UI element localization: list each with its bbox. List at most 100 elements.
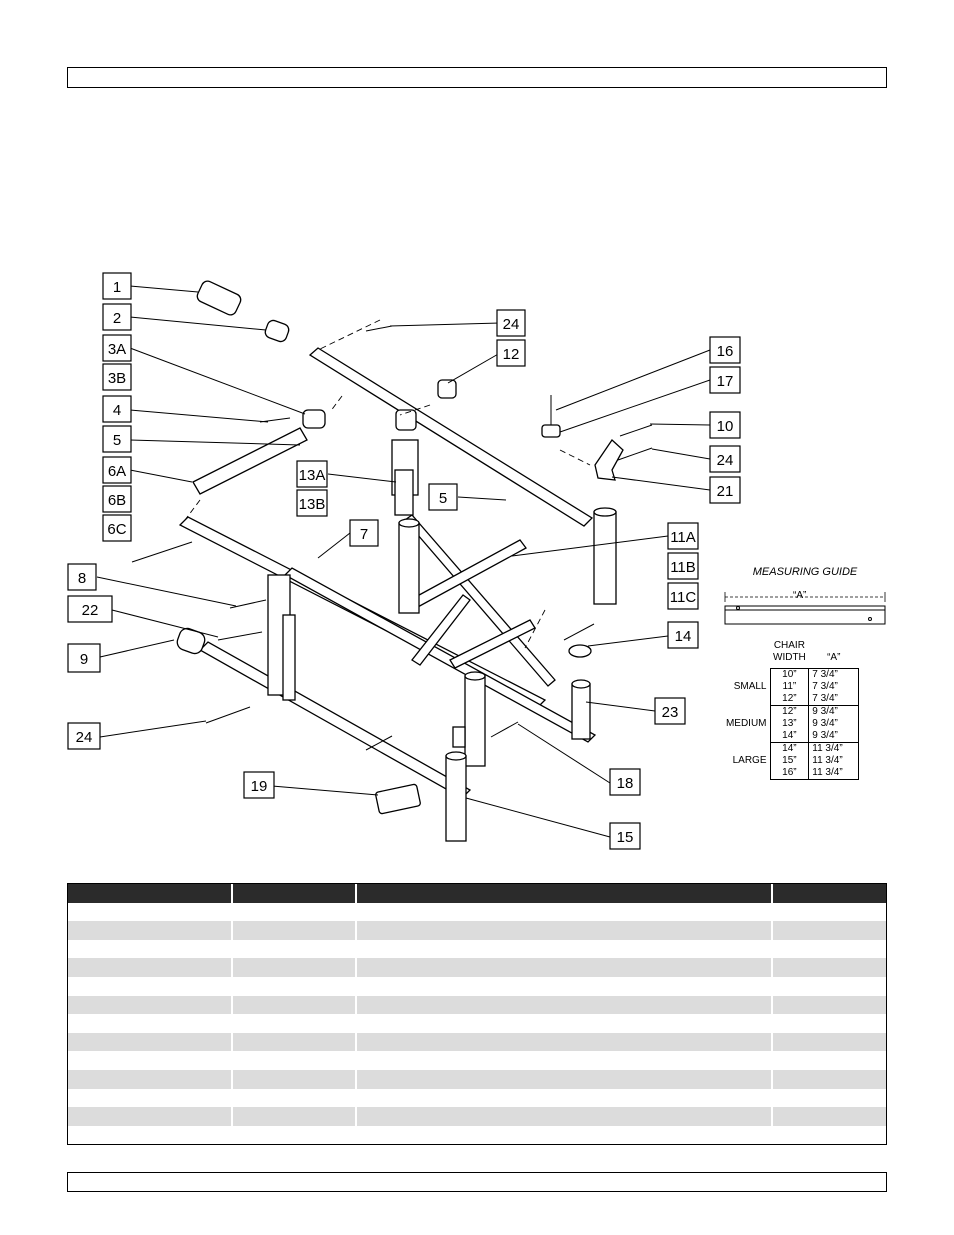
callout-24-top: 24 — [496, 309, 526, 337]
svg-text:5: 5 — [439, 490, 447, 507]
table-row — [68, 921, 886, 940]
table-row — [68, 1014, 886, 1033]
table-cell — [232, 1107, 357, 1126]
page-header-box — [67, 67, 887, 88]
svg-text:22: 22 — [82, 602, 99, 619]
svg-text:3A: 3A — [108, 341, 126, 358]
mg-col-width: CHAIR WIDTH — [773, 640, 806, 663]
table-cell — [772, 1032, 886, 1052]
callout-13a: 13A — [296, 460, 328, 488]
callout-22: 22 — [67, 595, 113, 623]
table-cell — [772, 995, 886, 1015]
table-cell — [68, 1014, 233, 1033]
table-row — [68, 1032, 886, 1052]
table-cell — [356, 1014, 773, 1033]
mg-group-large: LARGE 14”15”16” 11 3/4”11 3/4”11 3/4” — [714, 742, 860, 780]
table-cell — [68, 1088, 233, 1108]
callout-16: 16 — [709, 336, 741, 364]
page-footer-box — [67, 1172, 887, 1192]
table-cell — [68, 902, 233, 922]
measuring-guide-table: CHAIR WIDTH “A” SMALL 10”11”12” 7 3/4”7 … — [714, 640, 860, 780]
svg-text:18: 18 — [617, 775, 634, 792]
table-cell — [232, 921, 357, 940]
svg-text:9: 9 — [80, 651, 88, 668]
table-cell — [772, 1051, 886, 1070]
svg-text:12: 12 — [503, 346, 520, 363]
svg-text:11C: 11C — [670, 589, 697, 606]
table-cell — [232, 1051, 357, 1070]
parts-list-table — [67, 883, 887, 1145]
table-cell — [772, 1014, 886, 1033]
svg-text:6A: 6A — [108, 463, 126, 480]
table-cell — [232, 958, 357, 977]
callout-21: 21 — [709, 476, 741, 504]
callout-15: 15 — [609, 822, 641, 850]
table-cell — [232, 939, 357, 959]
mg-group-medium: MEDIUM 12”13”14” 9 3/4”9 3/4”9 3/4” — [714, 705, 860, 743]
table-row — [68, 995, 886, 1015]
callout-6b: 6B — [102, 485, 132, 513]
callout-leaders — [96, 285, 711, 838]
table-cell — [772, 976, 886, 996]
table-cell — [772, 1069, 886, 1089]
frame-parts — [131, 280, 653, 842]
callout-3b: 3B — [102, 363, 132, 391]
table-cell — [772, 921, 886, 940]
table-cell — [772, 939, 886, 959]
callout-4: 4 — [102, 395, 132, 423]
table-row — [68, 1088, 886, 1108]
callout-5: 5 — [102, 425, 132, 453]
svg-text:13A: 13A — [299, 467, 326, 484]
table-cell — [772, 1088, 886, 1108]
table-header-row — [68, 884, 886, 903]
table-cell — [356, 995, 773, 1015]
table-cell — [356, 958, 773, 977]
table-cell — [772, 902, 886, 922]
callout-14: 14 — [667, 621, 699, 649]
callout-10: 10 — [709, 411, 741, 439]
table-cell — [232, 976, 357, 996]
table-cell — [68, 921, 233, 940]
svg-text:6B: 6B — [108, 492, 126, 509]
table-cell — [68, 976, 233, 996]
table-cell — [772, 1107, 886, 1126]
svg-text:5: 5 — [113, 432, 121, 449]
table-cell — [232, 902, 357, 922]
svg-text:16: 16 — [717, 343, 734, 360]
callout-1: 1 — [102, 272, 132, 300]
callout-3a: 3A — [102, 334, 132, 362]
callout-12: 12 — [496, 339, 526, 367]
table-cell — [232, 1069, 357, 1089]
svg-text:19: 19 — [251, 778, 268, 795]
table-cell — [356, 884, 773, 903]
exploded-frame-diagram: 1 2 3A 3B 4 5 6A 6B 6C 8 22 9 24 13A 13B… — [67, 272, 886, 850]
table-cell — [772, 884, 886, 903]
svg-text:11A: 11A — [670, 529, 696, 546]
table-cell — [356, 976, 773, 996]
table-cell — [232, 884, 357, 903]
table-cell — [356, 939, 773, 959]
svg-text:17: 17 — [717, 373, 734, 390]
callout-6c: 6C — [102, 514, 132, 542]
svg-text:6C: 6C — [107, 521, 126, 538]
table-row — [68, 1107, 886, 1126]
table-cell — [68, 884, 233, 903]
table-row — [68, 976, 886, 996]
svg-text:10: 10 — [717, 418, 734, 435]
svg-text:24: 24 — [717, 452, 734, 469]
table-cell — [68, 1069, 233, 1089]
callout-11a: 11A — [667, 522, 699, 550]
table-row — [68, 1069, 886, 1089]
callout-11b: 11B — [667, 552, 699, 580]
callout-19: 19 — [243, 771, 275, 799]
table-cell — [356, 1032, 773, 1052]
svg-text:2: 2 — [113, 310, 121, 327]
svg-text:24: 24 — [503, 316, 520, 333]
svg-text:7: 7 — [360, 526, 368, 543]
callout-23: 23 — [654, 697, 686, 725]
table-cell — [232, 1088, 357, 1108]
svg-text:3B: 3B — [108, 370, 126, 387]
mg-col-size — [714, 640, 770, 664]
table-row — [68, 958, 886, 977]
table-cell — [232, 995, 357, 1015]
